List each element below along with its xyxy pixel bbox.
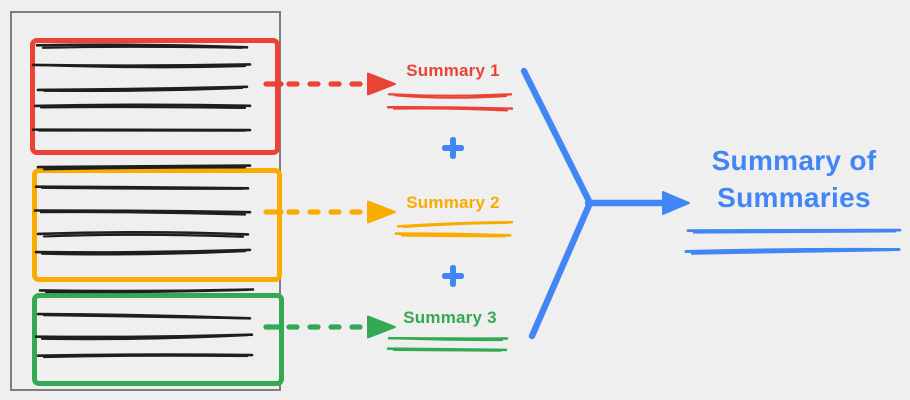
scribble-stroke xyxy=(686,228,902,233)
summary-3-label: Summary 3 xyxy=(403,308,497,327)
summary-1-label: Summary 1 xyxy=(406,61,500,80)
plus-icon xyxy=(442,265,464,287)
scribble-stroke xyxy=(392,107,509,112)
merge-branch-top xyxy=(520,67,594,207)
scribble-stroke xyxy=(690,248,896,255)
scribble-stroke xyxy=(396,220,514,228)
summary-of-summaries-label: Summary of Summaries xyxy=(711,145,877,213)
scribble-stroke xyxy=(393,337,504,342)
arrowhead xyxy=(662,191,690,215)
scribble-stroke xyxy=(386,106,514,110)
summary-2-label: Summary 2 xyxy=(406,193,500,212)
document-chunk-1-box xyxy=(30,38,280,155)
scribble-stroke xyxy=(392,348,503,352)
document-chunk-3-box xyxy=(32,293,284,386)
scribble-stroke xyxy=(684,247,901,253)
scribble-stroke xyxy=(394,94,507,99)
plus-icon xyxy=(442,137,464,159)
document-chunk-2-box xyxy=(32,168,282,282)
scribble-stroke xyxy=(394,232,512,237)
scribble-stroke xyxy=(400,234,507,238)
merge-branch-bottom xyxy=(528,199,594,340)
scribble-stroke xyxy=(692,230,897,234)
scribble-stroke xyxy=(402,221,509,229)
scribble-stroke xyxy=(386,347,508,352)
source-document xyxy=(10,11,284,391)
scribble-stroke xyxy=(387,93,513,97)
